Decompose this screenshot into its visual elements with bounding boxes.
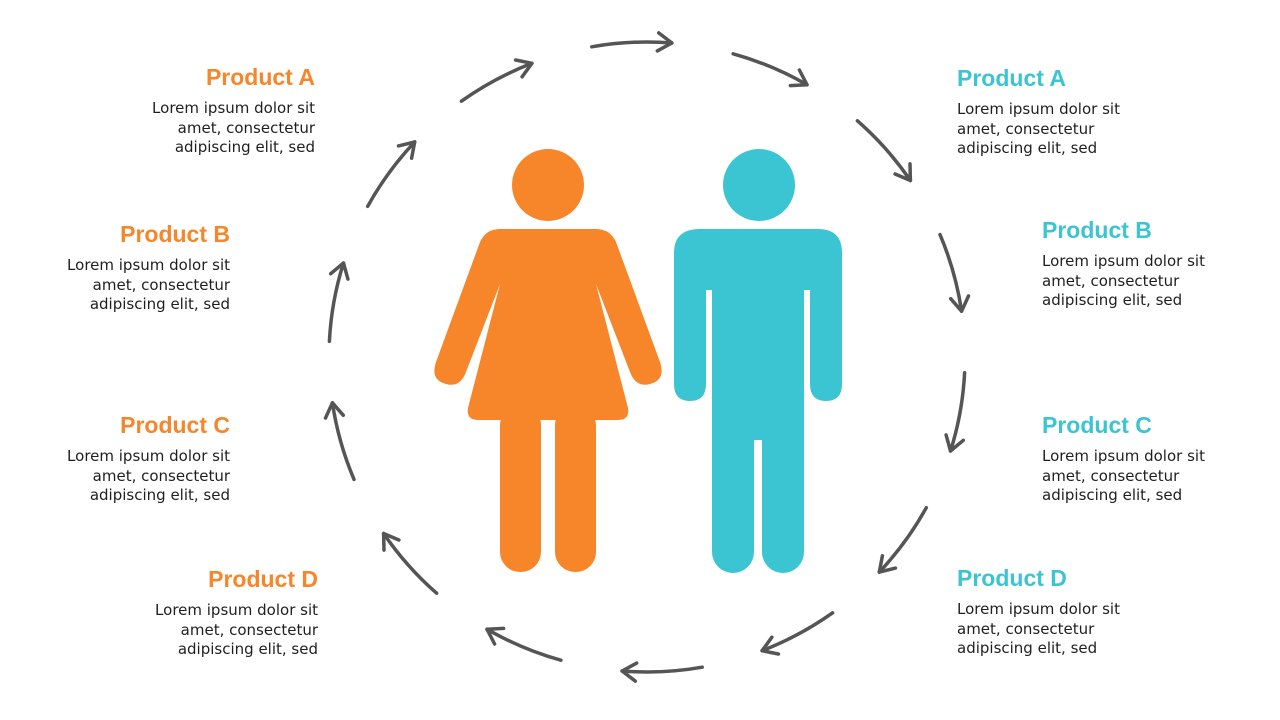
arrow-head-icon	[381, 531, 401, 552]
female-left-leg	[500, 405, 541, 572]
curved-arrow-icon	[855, 119, 913, 183]
curved-arrow-icon	[760, 611, 835, 653]
arrow-head-icon	[877, 554, 898, 574]
left-item-description: Lorem ipsum dolor sit amet, consectetur …	[67, 447, 230, 504]
curved-arrow-icon	[330, 401, 356, 482]
right-item-title: Product B	[1042, 217, 1152, 243]
right-item-description: Lorem ipsum dolor sit amet, consectetur …	[957, 600, 1120, 657]
female-figure-icon	[434, 149, 662, 572]
left-item-product-c: Product C Lorem ipsum dolor sit amet, co…	[0, 411, 230, 506]
curved-arrow-icon	[590, 40, 674, 49]
male-figure-icon	[674, 149, 842, 573]
right-item-title: Product D	[957, 565, 1067, 591]
right-item-title: Product A	[957, 65, 1067, 91]
male-right-leg	[762, 410, 804, 573]
cycle-arrows	[323, 31, 971, 683]
curved-arrow-icon	[877, 505, 929, 574]
left-item-title: Product A	[205, 64, 315, 90]
curved-arrow-icon	[485, 627, 563, 662]
arrow-head-icon	[655, 31, 674, 53]
right-item-product-c: Product C Lorem ipsum dolor sit amet, co…	[1042, 411, 1280, 506]
female-right-leg	[555, 405, 596, 572]
arrow-head-icon	[944, 433, 966, 453]
right-item-title: Product C	[1042, 412, 1152, 438]
arrow-head-icon	[893, 162, 913, 183]
curved-arrow-icon	[948, 370, 967, 453]
arrow-head-icon	[323, 401, 346, 420]
curved-arrow-icon	[938, 232, 964, 313]
right-item-product-b: Product B Lorem ipsum dolor sit amet, co…	[1042, 216, 1280, 311]
right-item-product-a: Product A Lorem ipsum dolor sit amet, co…	[957, 64, 1207, 159]
arrow-head-icon	[788, 68, 809, 88]
male-torso	[674, 229, 842, 440]
left-item-title: Product C	[120, 412, 230, 438]
left-item-product-a: Product A Lorem ipsum dolor sit amet, co…	[65, 63, 315, 158]
arrow-head-icon	[396, 140, 417, 160]
curved-arrow-icon	[731, 52, 809, 87]
female-head	[512, 149, 584, 221]
left-item-description: Lorem ipsum dolor sit amet, consectetur …	[152, 99, 315, 156]
right-item-description: Lorem ipsum dolor sit amet, consectetur …	[957, 100, 1120, 157]
curved-arrow-icon	[327, 261, 346, 344]
male-head	[723, 149, 795, 221]
arrow-head-icon	[760, 635, 781, 656]
right-item-product-d: Product D Lorem ipsum dolor sit amet, co…	[957, 564, 1207, 659]
arrow-head-icon	[948, 294, 971, 313]
curved-arrow-icon	[381, 531, 439, 595]
left-item-product-b: Product B Lorem ipsum dolor sit amet, co…	[0, 220, 230, 315]
right-item-description: Lorem ipsum dolor sit amet, consectetur …	[1042, 447, 1205, 504]
left-item-title: Product D	[208, 566, 318, 592]
right-item-description: Lorem ipsum dolor sit amet, consectetur …	[1042, 252, 1205, 309]
arrow-head-icon	[620, 661, 639, 683]
left-item-description: Lorem ipsum dolor sit amet, consectetur …	[67, 256, 230, 313]
female-dress	[434, 229, 662, 420]
arrow-head-icon	[513, 58, 534, 79]
arrow-head-icon	[328, 261, 350, 281]
curved-arrow-icon	[365, 140, 417, 209]
male-left-leg	[712, 410, 754, 573]
curved-arrow-icon	[459, 61, 534, 103]
left-item-product-d: Product D Lorem ipsum dolor sit amet, co…	[68, 565, 318, 660]
left-item-description: Lorem ipsum dolor sit amet, consectetur …	[155, 601, 318, 658]
left-item-title: Product B	[120, 221, 230, 247]
curved-arrow-icon	[620, 665, 704, 674]
arrow-head-icon	[485, 626, 506, 646]
